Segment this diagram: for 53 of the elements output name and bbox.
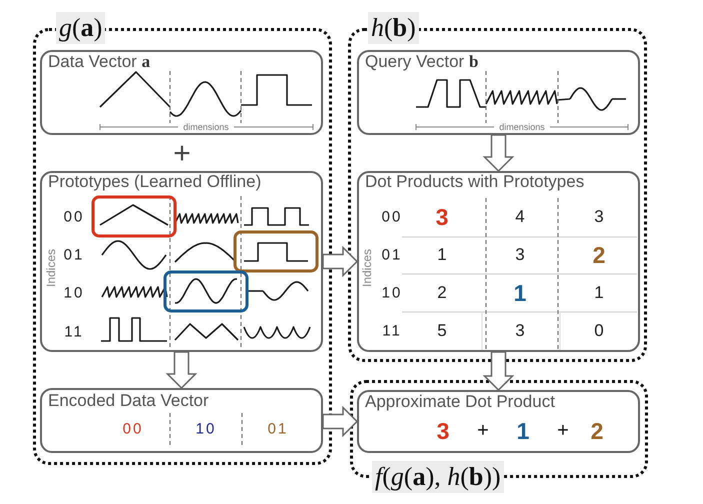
block-arrow — [322, 246, 358, 278]
block-arrow — [482, 134, 514, 172]
block-arrow — [322, 406, 358, 438]
rounded-panel — [40, 388, 323, 453]
axis-label: Indices — [361, 248, 375, 288]
table-value: 0 — [594, 321, 604, 341]
row-index: 10 — [382, 284, 402, 302]
panel-title: Data Vector a — [48, 52, 150, 72]
row-index: 00 — [382, 208, 402, 226]
sum-term: 1 — [516, 418, 530, 444]
plus-sign: + — [477, 420, 489, 442]
code-value: 10 — [196, 420, 216, 438]
block-arrow — [166, 351, 198, 390]
code-value: 00 — [122, 420, 144, 438]
rounded-panel — [40, 50, 323, 135]
sum-term: 2 — [590, 418, 604, 444]
table-value: 3 — [594, 207, 604, 227]
panel-title: Dot Products with Prototypes — [365, 172, 584, 192]
row-index: 01 — [64, 246, 84, 264]
table-value: 4 — [515, 207, 525, 227]
row-index: 11 — [64, 323, 84, 341]
function-label: h(b) — [368, 12, 419, 44]
row-index: 01 — [382, 246, 402, 264]
table-value: 1 — [594, 283, 604, 303]
rounded-panel — [40, 171, 323, 352]
function-label: g(a) — [56, 12, 106, 44]
dimension-label: dimensions — [181, 122, 231, 132]
rounded-panel — [357, 171, 640, 352]
code-value: 01 — [268, 420, 288, 438]
block-arrow — [482, 351, 514, 392]
table-value: 3 — [515, 245, 525, 265]
table-value: 2 — [592, 242, 606, 268]
function-label: f(g(a), h(b)) — [372, 461, 504, 493]
panel-title: Prototypes (Learned Offline) — [48, 172, 262, 192]
dimension-label: dimensions — [497, 122, 547, 132]
table-value: 1 — [437, 245, 447, 265]
row-index: 10 — [64, 284, 84, 302]
panel-title: Approximate Dot Product — [365, 392, 555, 412]
plus-sign: + — [557, 420, 569, 442]
rounded-panel — [357, 50, 640, 135]
table-value: 1 — [514, 280, 526, 306]
row-index: 11 — [382, 322, 402, 340]
row-index: 00 — [64, 208, 84, 226]
plus-sign: + — [173, 136, 191, 172]
table-value: 2 — [437, 283, 447, 303]
sum-term: 3 — [436, 418, 450, 444]
table-value: 3 — [436, 204, 448, 230]
panel-title: Encoded Data Vector — [48, 391, 209, 411]
rounded-panel — [357, 390, 640, 453]
axis-label: Indices — [45, 248, 59, 288]
table-value: 5 — [437, 321, 447, 341]
table-value: 3 — [515, 321, 525, 341]
panel-title: Query Vector b — [365, 52, 478, 72]
